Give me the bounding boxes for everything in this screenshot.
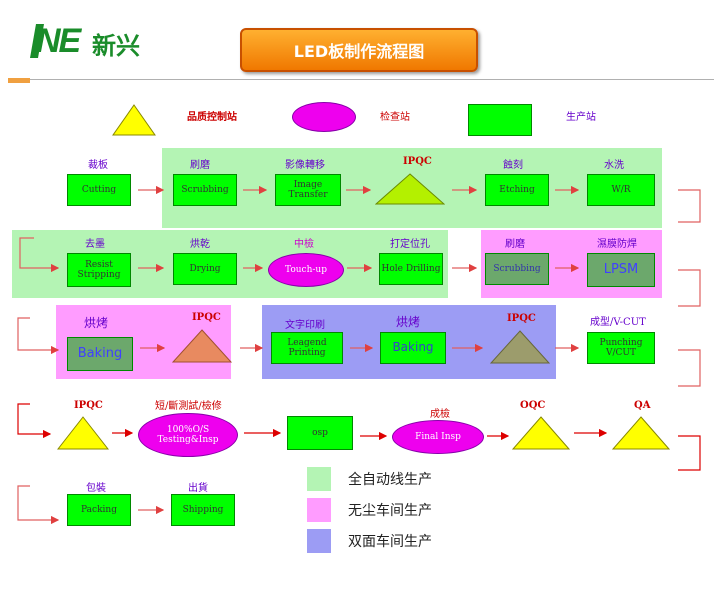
touchup-ellipse: Touch-up: [268, 253, 344, 287]
scrubbing2-box: Scrubbing: [485, 253, 549, 285]
lpsm-box: LPSM: [587, 253, 655, 287]
company-logo-name: 新兴: [92, 32, 140, 60]
etching-label: 蝕刻: [503, 160, 523, 171]
legend-swatch-auto: [307, 467, 331, 491]
punching-label: 成型/V-CUT: [590, 317, 646, 328]
company-logo-mark: NE: [36, 22, 81, 60]
scrubbing-box: Scrubbing: [173, 174, 237, 206]
entry-row3: [17, 317, 60, 355]
drying-label: 烘乾: [190, 239, 210, 250]
resist-stripping-label: 去墨: [85, 239, 105, 250]
baking1-label: 烘烤: [84, 316, 109, 330]
legend-label-auto: 全自动线生产: [348, 472, 432, 488]
baking1-box: Baking: [67, 337, 133, 371]
qc-station-triangle-key: [112, 104, 156, 136]
osp-box: osp: [287, 416, 353, 450]
ipqc-triangle-row3: [172, 329, 232, 363]
inspection-station-ellipse-key: [292, 102, 356, 132]
shipping-label: 出貨: [188, 483, 208, 494]
logo-slash: [30, 24, 44, 58]
wr-label: 水洗: [604, 160, 624, 171]
ipqc-triangle-row3b: [490, 330, 550, 364]
return-row3: [678, 349, 701, 387]
ipqc-triangle-row4: [57, 416, 109, 450]
return-row2: [678, 269, 701, 307]
page-title: LED板制作流程图: [240, 28, 478, 72]
return-row1: [678, 189, 701, 223]
key-production-station-label: 生产站: [566, 112, 596, 123]
final-insp-ellipse: Final Insp: [392, 420, 484, 454]
packing-box: Packing: [67, 494, 131, 526]
touchup-label: 中檢: [294, 239, 314, 250]
key-inspection-station-label: 检查站: [380, 112, 410, 123]
legend-label-double: 双面车间生产: [348, 534, 432, 550]
resist-stripping-box: Resist Stripping: [67, 253, 131, 287]
image-transfer-box: Image Transfer: [275, 174, 341, 206]
entry-row2: [19, 237, 60, 273]
qa-triangle: [612, 416, 670, 450]
scrubbing2-label: 刷磨: [505, 239, 525, 250]
header-divider-accent: [8, 78, 30, 83]
ipqc-triangle-row1: [375, 173, 445, 205]
return-row4: [678, 435, 701, 471]
production-station-box-key: [468, 104, 532, 136]
drying-box: Drying: [173, 253, 237, 285]
legend-printing-box: Leagend Printing: [271, 332, 343, 364]
header-divider: [8, 79, 714, 80]
hole-drilling-label: 打定位孔: [390, 239, 430, 250]
legend-printing-label: 文字印刷: [285, 320, 325, 331]
lpsm-label: 濕膜防焊: [597, 239, 637, 250]
hole-drilling-box: Hole Drilling: [379, 253, 443, 285]
ipqc-label-row4: IPQC: [74, 400, 103, 411]
ipqc-label-row1: IPQC: [403, 156, 432, 167]
shipping-box: Shipping: [171, 494, 235, 526]
testing-ellipse: 100%O/S Testing&Insp: [138, 413, 238, 457]
image-transfer-label: 影像轉移: [285, 160, 325, 171]
wr-box: W/R: [587, 174, 655, 206]
oqc-label: OQC: [520, 400, 546, 411]
legend-swatch-dustfree: [307, 498, 331, 522]
punching-box: Punching V/CUT: [587, 332, 655, 364]
legend-label-dustfree: 无尘车间生产: [348, 503, 432, 519]
baking2-label: 烘烤: [396, 315, 421, 329]
oqc-triangle: [512, 416, 570, 450]
ipqc-label-row3b: IPQC: [507, 313, 536, 324]
ipqc-label-row3: IPQC: [192, 312, 221, 323]
final-insp-label: 成檢: [430, 409, 450, 420]
etching-box: Etching: [485, 174, 549, 206]
testing-label: 短/斷測試/檢修: [155, 401, 222, 412]
qa-label: QA: [634, 400, 651, 411]
legend-swatch-double: [307, 529, 331, 553]
scrubbing-label: 刷磨: [190, 160, 210, 171]
entry-row4: [17, 403, 52, 439]
cutting-label: 裁板: [88, 160, 108, 171]
cutting-box: Cutting: [67, 174, 131, 206]
entry-row5: [17, 485, 60, 525]
key-qc-station-label: 品质控制站: [187, 112, 237, 123]
baking2-box: Baking: [380, 332, 446, 364]
packing-label: 包裝: [86, 483, 106, 494]
